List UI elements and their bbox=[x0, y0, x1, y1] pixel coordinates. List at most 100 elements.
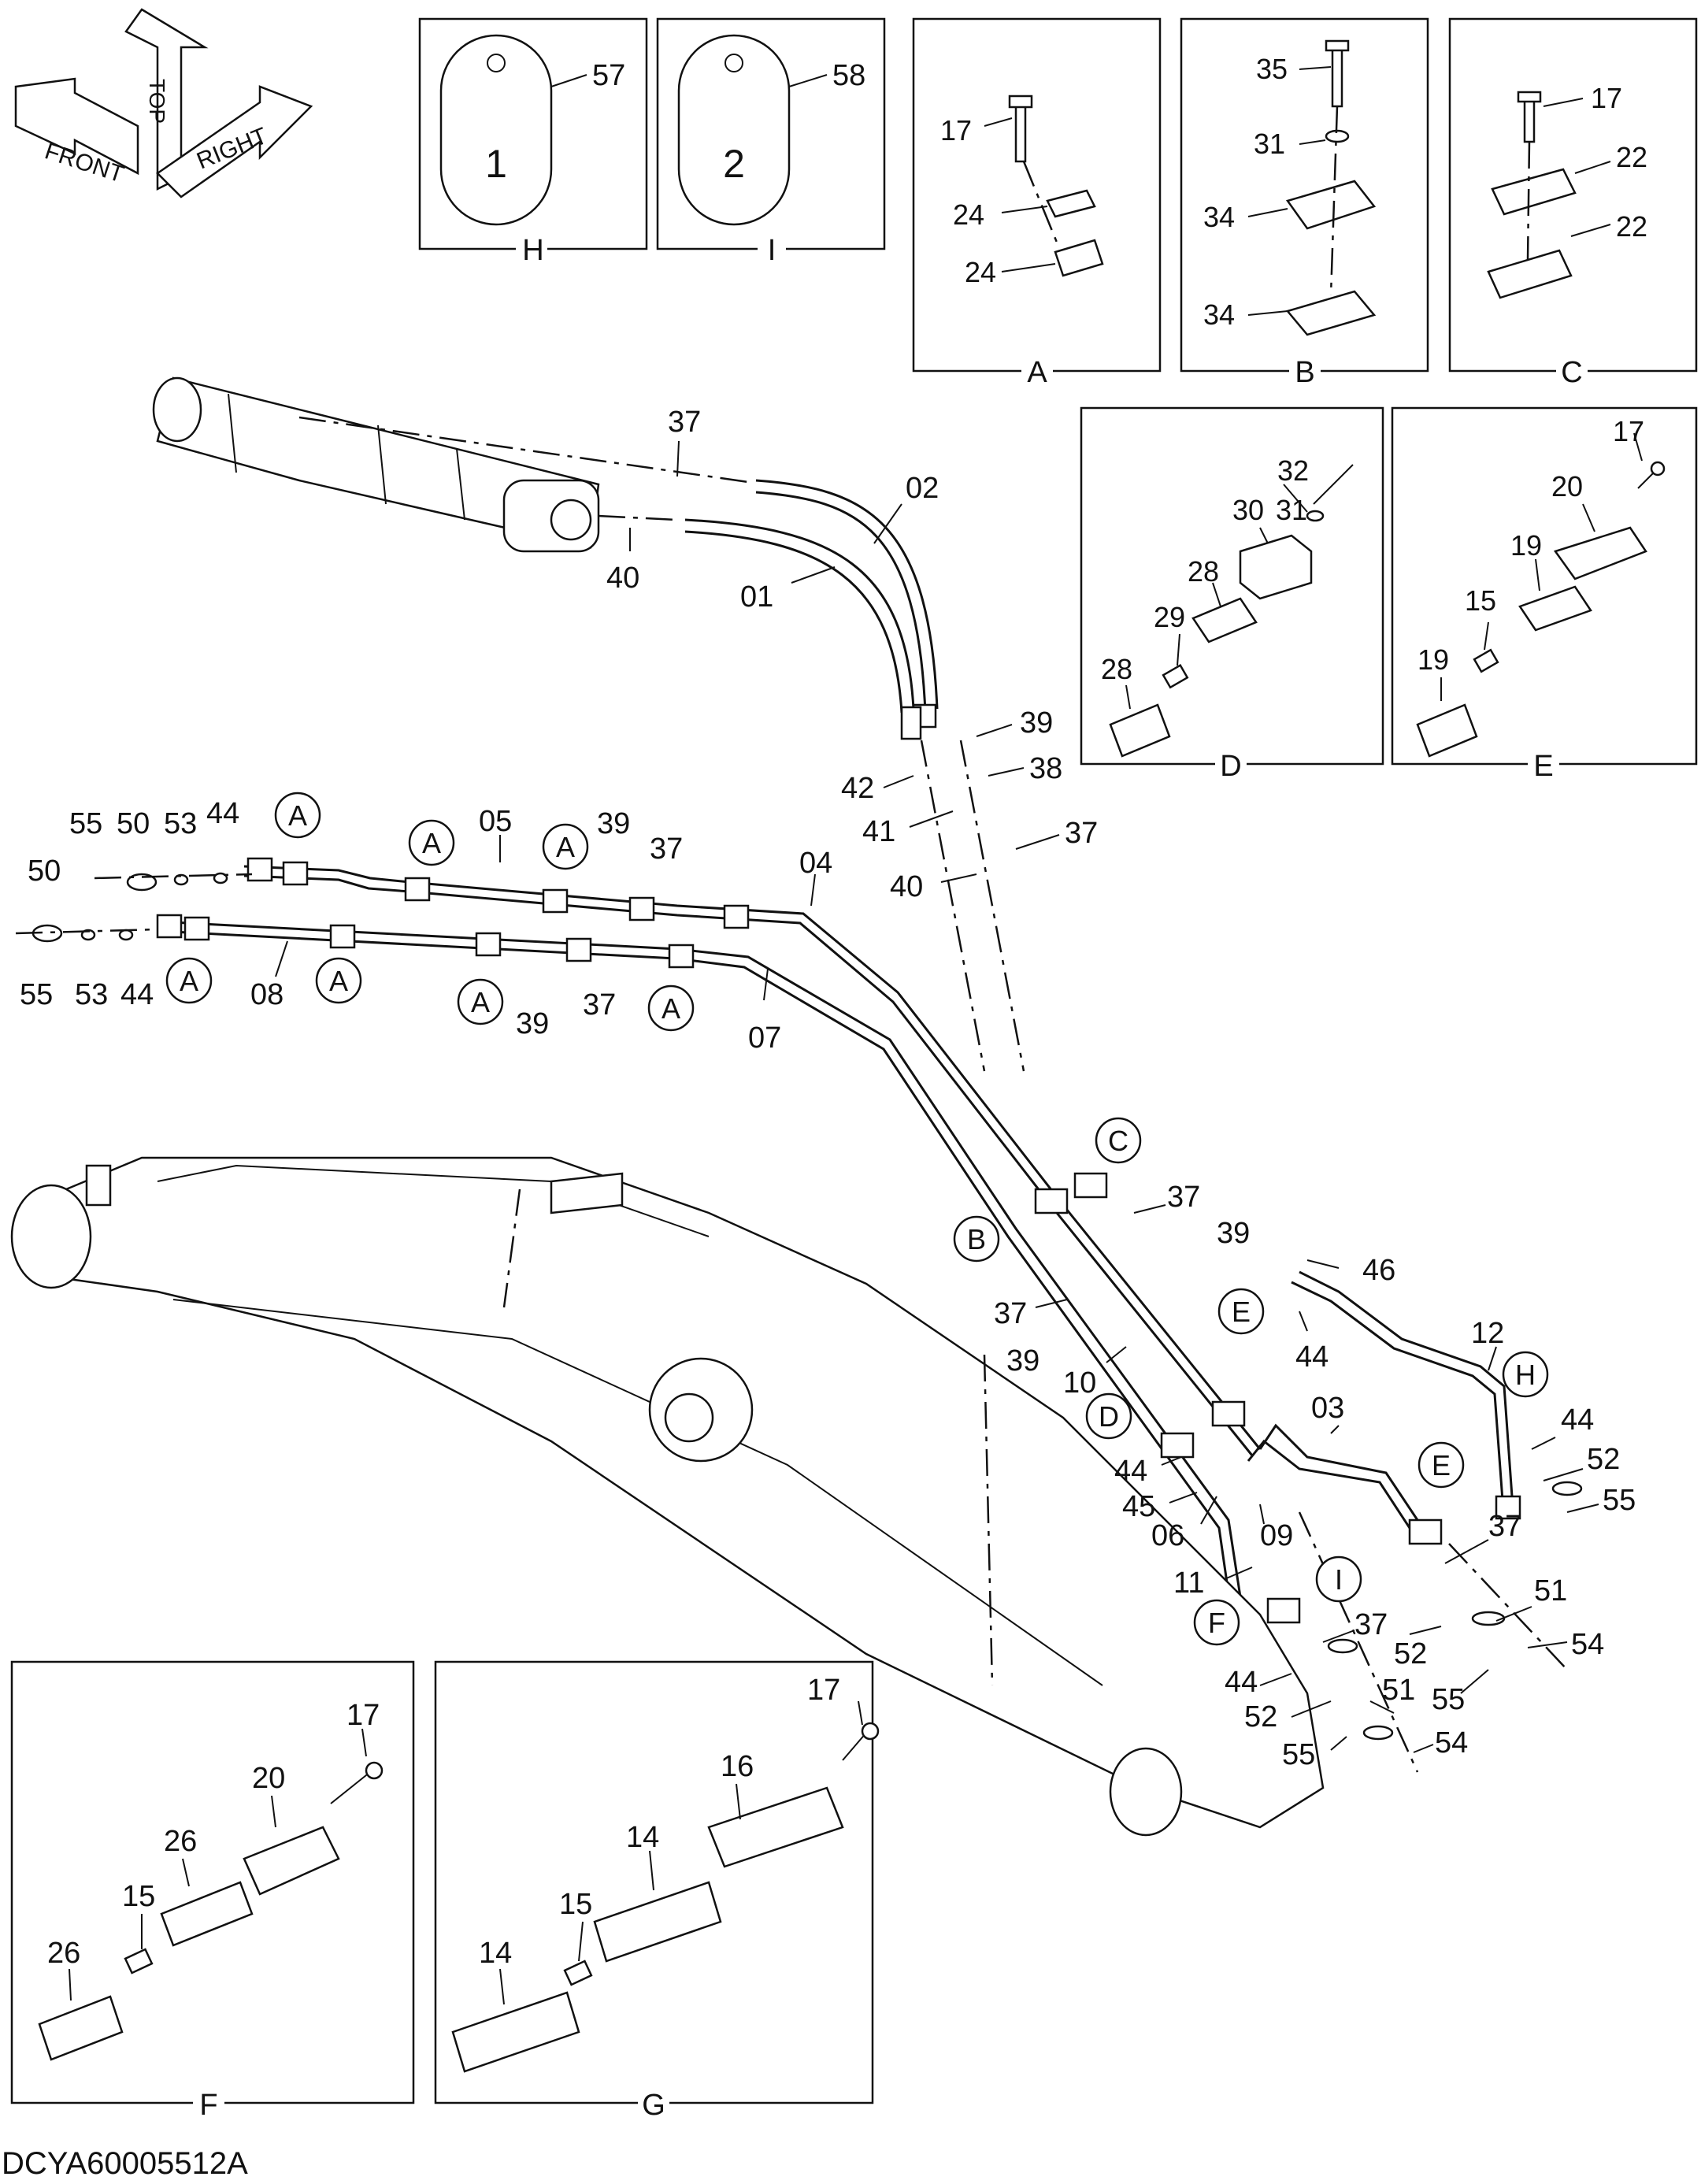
callout-55-m2: 55 bbox=[1432, 1683, 1465, 1716]
callout-30: 30 bbox=[1232, 494, 1264, 526]
callout-44-l1: 44 bbox=[206, 797, 239, 830]
detail-view-c: 17 22 22 C bbox=[1448, 17, 1698, 389]
marker-a-4: A bbox=[165, 957, 213, 1004]
marker-e-1: E bbox=[1217, 1288, 1265, 1335]
callout-52-m1: 52 bbox=[1587, 1443, 1620, 1476]
callout-22-c2: 22 bbox=[1616, 210, 1647, 243]
callout-40-m1: 40 bbox=[606, 562, 639, 595]
svg-text:D: D bbox=[1099, 1400, 1119, 1433]
callout-58: 58 bbox=[832, 59, 865, 92]
callout-17-g: 17 bbox=[807, 1674, 840, 1707]
detail-view-i: 2 58 I bbox=[656, 17, 886, 267]
marker-e-2: E bbox=[1418, 1441, 1465, 1489]
detail-view-e: 17 20 19 15 19 E bbox=[1391, 406, 1698, 783]
callout-54-m1: 54 bbox=[1571, 1628, 1604, 1661]
callout-20-e: 20 bbox=[1551, 470, 1583, 502]
marker-a-1: A bbox=[274, 792, 321, 839]
callout-08: 08 bbox=[250, 978, 284, 1011]
callout-15-e: 15 bbox=[1465, 584, 1496, 617]
callout-39-m4: 39 bbox=[1217, 1217, 1250, 1250]
callout-45: 45 bbox=[1122, 1490, 1155, 1523]
callout-39-m2: 39 bbox=[597, 807, 630, 840]
callout-14-g2: 14 bbox=[479, 1937, 512, 1970]
callout-37-m7: 37 bbox=[1488, 1510, 1521, 1543]
callout-53-l1: 53 bbox=[164, 807, 197, 840]
callout-51-m1: 51 bbox=[1534, 1574, 1567, 1607]
callout-50-l1: 50 bbox=[117, 807, 150, 840]
callout-28-d1: 28 bbox=[1188, 555, 1219, 588]
detail-view-b: 35 31 34 34 B bbox=[1180, 17, 1429, 389]
hardware-stack-left bbox=[15, 872, 253, 943]
callout-15-f: 15 bbox=[122, 1880, 155, 1913]
svg-text:C: C bbox=[1108, 1125, 1128, 1157]
detail-view-d: 32 31 30 28 29 28 D bbox=[1080, 406, 1384, 783]
view-label-h: H bbox=[522, 234, 543, 267]
callout-42: 42 bbox=[841, 772, 874, 805]
callout-37-m4: 37 bbox=[583, 988, 616, 1022]
marker-i: I bbox=[1315, 1555, 1362, 1603]
callout-38: 38 bbox=[1029, 752, 1062, 785]
pipe-12-03 bbox=[1247, 1270, 1514, 1529]
marker-h: H bbox=[1502, 1351, 1549, 1398]
callout-12: 12 bbox=[1471, 1317, 1504, 1350]
callout-44-m4: 44 bbox=[1225, 1666, 1258, 1699]
callout-37-m3: 37 bbox=[650, 832, 683, 866]
callout-37-m2: 37 bbox=[1065, 817, 1098, 850]
svg-text:E: E bbox=[1432, 1449, 1451, 1481]
callout-55-m3: 55 bbox=[1282, 1738, 1315, 1771]
callout-16-g: 16 bbox=[721, 1750, 754, 1783]
svg-text:A: A bbox=[180, 965, 198, 997]
callout-10: 10 bbox=[1063, 1366, 1096, 1400]
view-label-d: D bbox=[1220, 750, 1241, 783]
callout-15-g: 15 bbox=[559, 1888, 592, 1921]
svg-text:A: A bbox=[556, 831, 575, 863]
callout-29: 29 bbox=[1154, 601, 1185, 633]
callout-40-m2: 40 bbox=[890, 870, 923, 903]
callout-06: 06 bbox=[1151, 1519, 1184, 1552]
svg-text:A: A bbox=[288, 799, 307, 832]
marker-a-7: A bbox=[647, 984, 695, 1032]
svg-text:F: F bbox=[1208, 1607, 1225, 1639]
callout-31-d: 31 bbox=[1276, 494, 1307, 526]
callout-55-m1: 55 bbox=[1603, 1484, 1636, 1517]
marker-a-5: A bbox=[315, 957, 362, 1004]
drawing-code: DCYA60005512A bbox=[2, 2146, 248, 2181]
orientation-indicator: FRONT TOP RIGHT bbox=[14, 8, 313, 198]
top-label: TOP bbox=[145, 79, 169, 124]
view-label-e: E bbox=[1533, 750, 1553, 783]
marker-a-3: A bbox=[542, 823, 589, 870]
detail-view-h: 1 57 H bbox=[418, 17, 648, 267]
callout-26-f1: 26 bbox=[164, 1825, 197, 1858]
callout-02: 02 bbox=[906, 472, 939, 505]
callout-44-l2: 44 bbox=[120, 978, 154, 1011]
callout-32: 32 bbox=[1277, 454, 1309, 487]
marker-c: C bbox=[1095, 1117, 1142, 1164]
callout-17-e: 17 bbox=[1613, 415, 1644, 447]
callout-20-f: 20 bbox=[252, 1762, 285, 1795]
pipe-clamps bbox=[156, 857, 1521, 1624]
callout-53-l2: 53 bbox=[75, 978, 108, 1011]
callout-41: 41 bbox=[862, 815, 895, 848]
callout-11: 11 bbox=[1173, 1567, 1204, 1600]
callout-01: 01 bbox=[740, 580, 773, 614]
callout-57: 57 bbox=[592, 59, 625, 92]
boom-cylinder bbox=[152, 376, 749, 553]
view-label-f: F bbox=[199, 2089, 217, 2122]
svg-text:A: A bbox=[329, 965, 348, 997]
hardware-stack-right bbox=[1298, 1481, 1583, 1773]
marker-a-6: A bbox=[457, 978, 504, 1025]
svg-text:A: A bbox=[471, 986, 490, 1018]
callout-37-m8: 37 bbox=[1354, 1608, 1388, 1641]
callout-34-b1: 34 bbox=[1203, 201, 1235, 233]
callout-24-a2: 24 bbox=[965, 256, 996, 288]
callout-03: 03 bbox=[1311, 1392, 1344, 1425]
callout-39-m5: 39 bbox=[1006, 1344, 1040, 1378]
callout-44-m1: 44 bbox=[1295, 1340, 1329, 1374]
callout-26-f2: 26 bbox=[47, 1937, 80, 1970]
callout-37-m1: 37 bbox=[668, 406, 701, 439]
callout-51-m2: 51 bbox=[1382, 1674, 1415, 1707]
boom bbox=[10, 1156, 1325, 1837]
svg-text:A: A bbox=[422, 827, 441, 859]
callout-24-a1: 24 bbox=[953, 198, 984, 231]
view-label-a: A bbox=[1027, 356, 1047, 389]
